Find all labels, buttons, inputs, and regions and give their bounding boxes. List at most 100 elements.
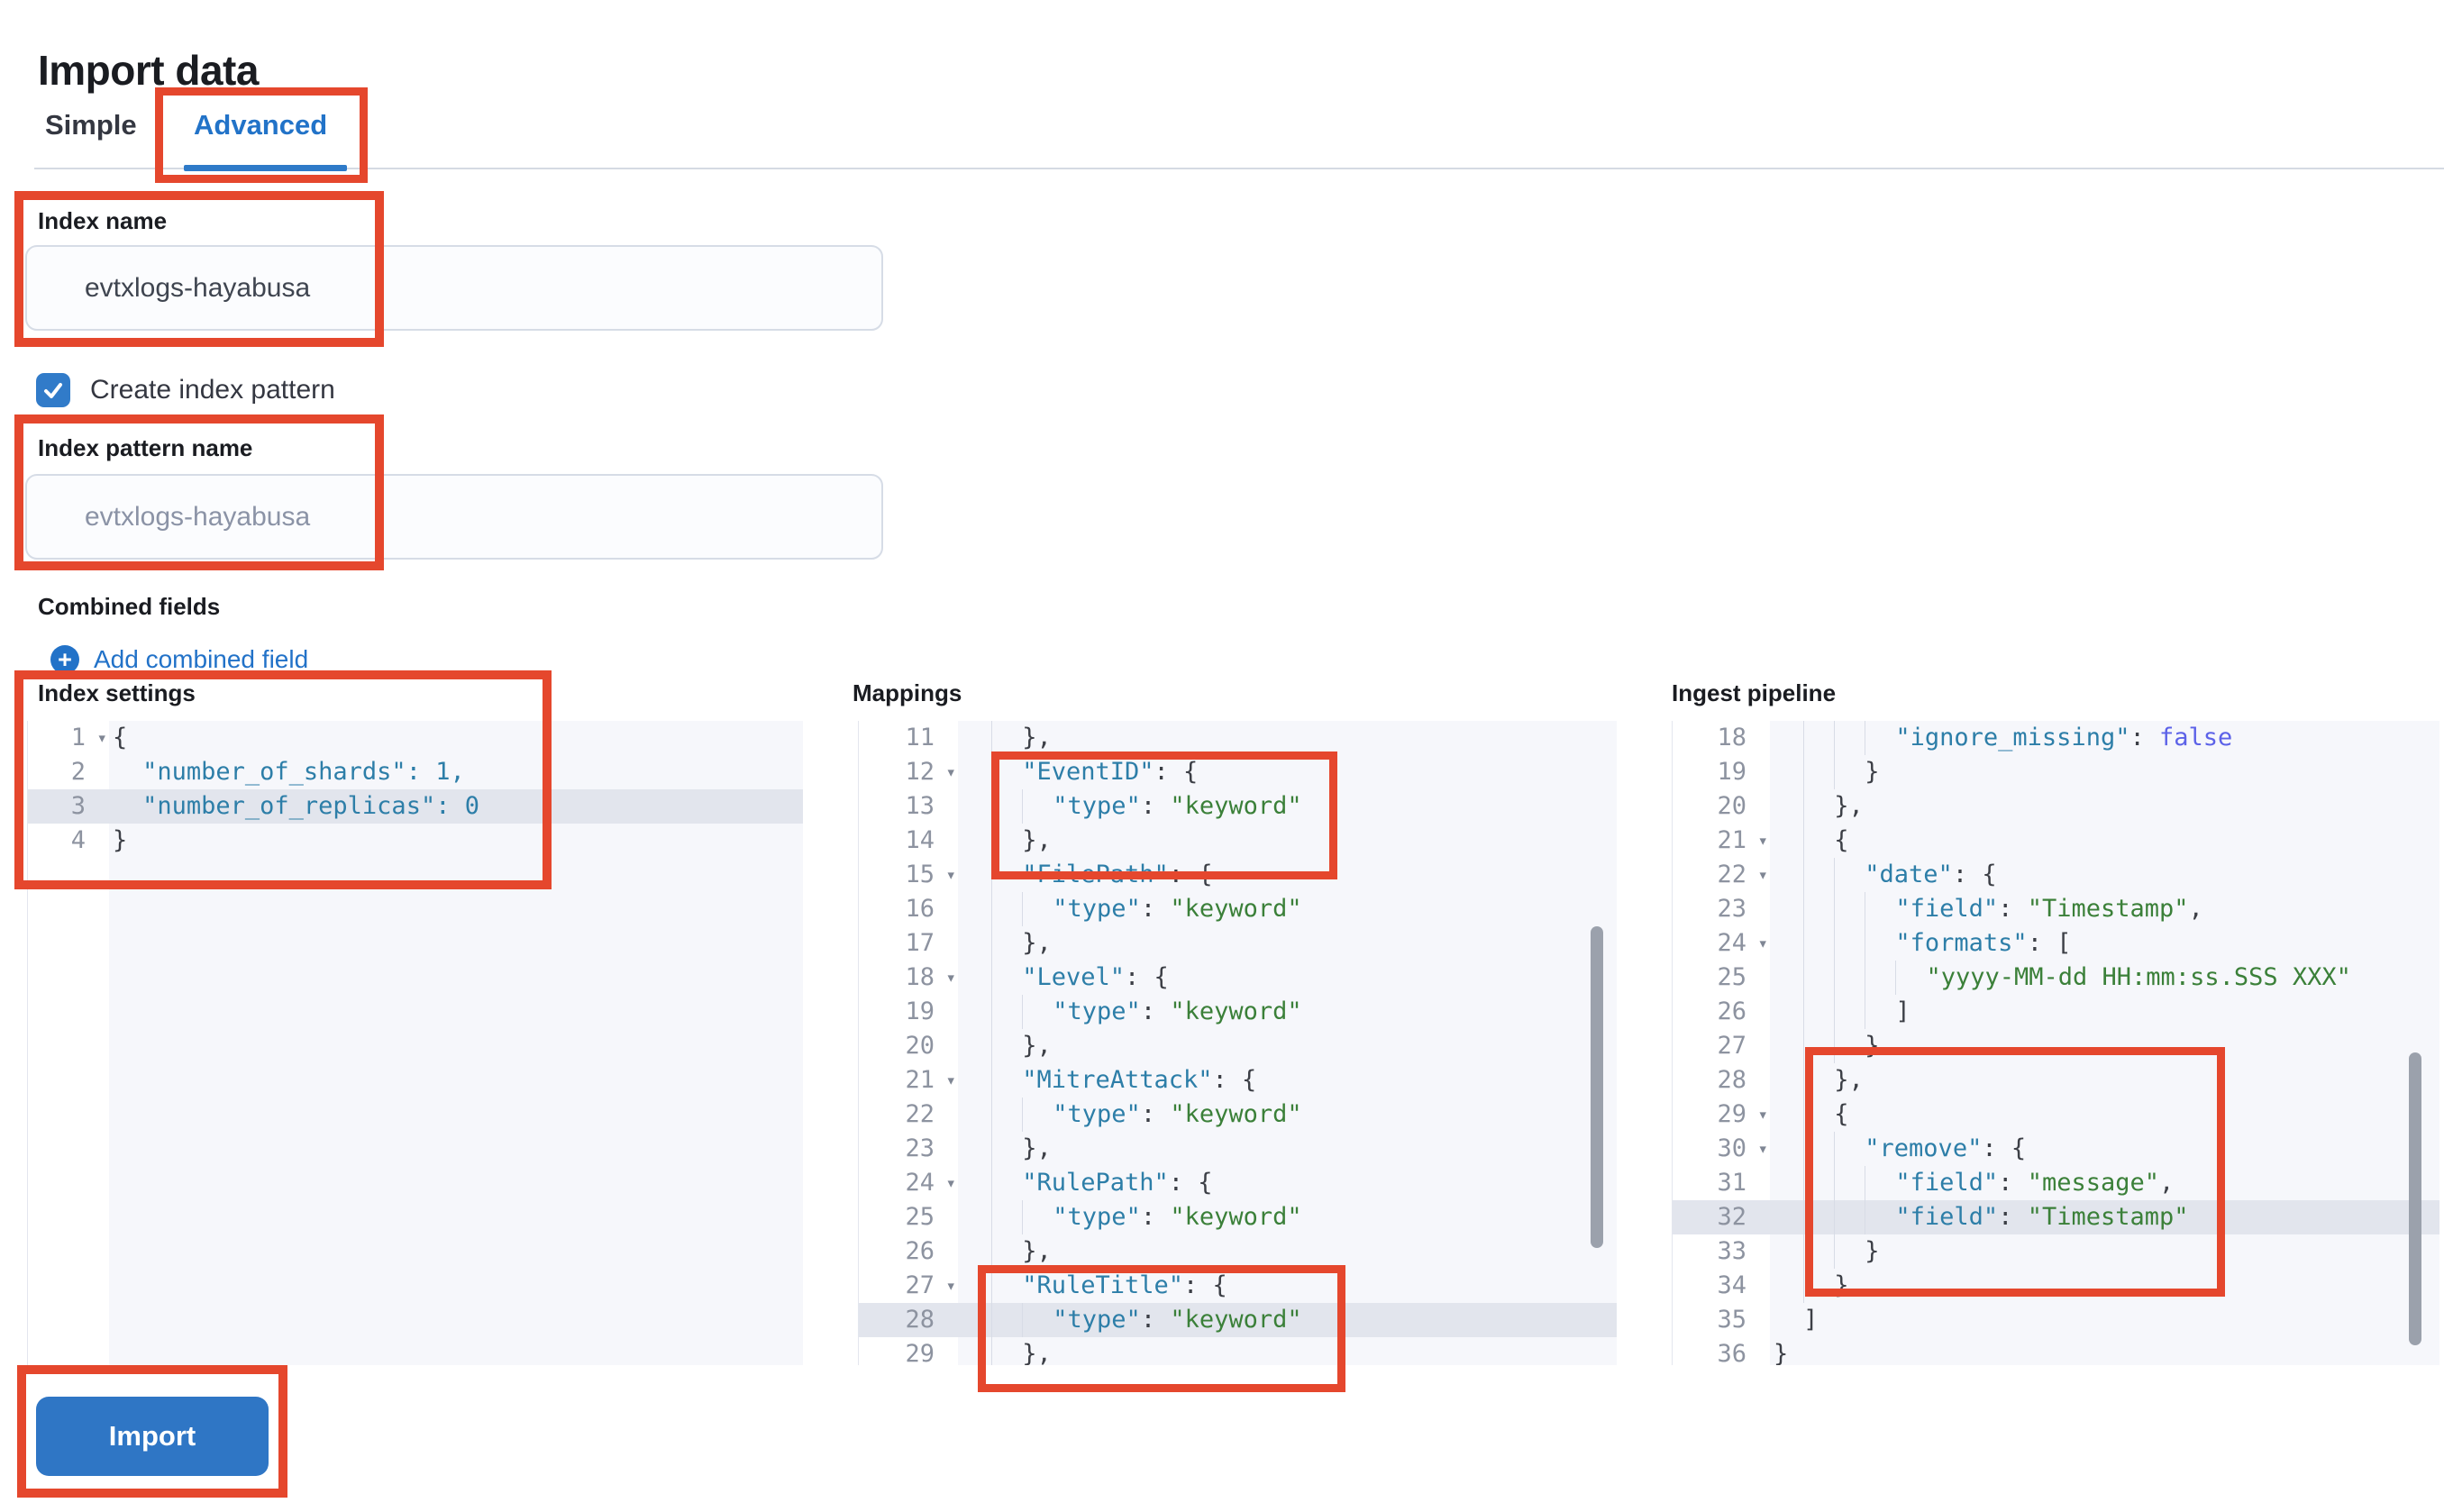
add-combined-field-button[interactable]: + Add combined field: [50, 645, 308, 674]
add-combined-field-label: Add combined field: [94, 645, 309, 673]
index-pattern-name-input[interactable]: [25, 474, 883, 560]
code-line[interactable]: 15▾"FilePath": {: [859, 858, 1617, 892]
line-number: 26: [1717, 997, 1746, 1025]
import-button[interactable]: Import: [36, 1397, 269, 1476]
fold-caret-icon[interactable]: ▾: [945, 1276, 956, 1296]
code-line[interactable]: 3"number_of_replicas": 0: [28, 789, 803, 824]
line-number: 2: [70, 758, 86, 786]
code-line[interactable]: 27}: [1673, 1029, 2439, 1063]
code-line[interactable]: 22"type": "keyword": [859, 1098, 1617, 1132]
line-number: 35: [1717, 1306, 1746, 1334]
create-index-pattern-checkbox[interactable]: [36, 373, 70, 407]
code-line[interactable]: 26]: [1673, 995, 2439, 1029]
code-line[interactable]: 28},: [1673, 1063, 2439, 1098]
code-line[interactable]: 25"type": "keyword": [859, 1200, 1617, 1234]
code-line[interactable]: 29▾{: [1673, 1098, 2439, 1132]
code-line[interactable]: 23},: [859, 1132, 1617, 1166]
index-pattern-name-label: Index pattern name: [38, 434, 253, 461]
line-number: 16: [905, 895, 935, 923]
code-line[interactable]: 12▾"EventID": {: [859, 755, 1617, 789]
page-title: Import data: [38, 46, 259, 94]
code-line[interactable]: 26},: [859, 1234, 1617, 1269]
code-line[interactable]: 20},: [859, 1029, 1617, 1063]
fold-caret-icon[interactable]: ▾: [945, 762, 956, 782]
create-index-pattern-row[interactable]: Create index pattern: [36, 373, 335, 407]
code-line[interactable]: 34}: [1673, 1269, 2439, 1303]
code-line[interactable]: 1▾{: [28, 721, 803, 755]
editor-code-background: [109, 721, 803, 1365]
code-line[interactable]: 36}: [1673, 1337, 2439, 1365]
line-number: 17: [905, 929, 935, 957]
code-line[interactable]: 16"type": "keyword": [859, 892, 1617, 926]
fold-caret-icon[interactable]: ▾: [1757, 831, 1768, 851]
fold-caret-icon[interactable]: ▾: [1757, 1139, 1768, 1159]
fold-caret-icon[interactable]: ▾: [96, 728, 107, 748]
index-name-input[interactable]: [25, 245, 883, 331]
line-number: 31: [1717, 1169, 1746, 1197]
editor-code-background: [958, 721, 1617, 1365]
code-line[interactable]: 24▾"RulePath": {: [859, 1166, 1617, 1200]
line-number: 12▾: [859, 755, 958, 789]
code-line[interactable]: 32"field": "Timestamp": [1673, 1200, 2439, 1234]
tab-advanced[interactable]: Advanced: [194, 109, 328, 141]
line-number: 22▾: [1673, 858, 1770, 892]
code-line[interactable]: 14},: [859, 824, 1617, 858]
ingest-pipeline-title: Ingest pipeline: [1672, 679, 1837, 706]
code-line[interactable]: 13"type": "keyword": [859, 789, 1617, 824]
code-line[interactable]: 17},: [859, 926, 1617, 961]
line-number: 27: [1717, 1032, 1746, 1060]
fold-caret-icon[interactable]: ▾: [1757, 1105, 1768, 1125]
line-number: 20: [905, 1032, 935, 1060]
code-line[interactable]: 18▾"Level": {: [859, 961, 1617, 995]
vertical-scrollbar[interactable]: [2409, 1052, 2421, 1345]
line-number: 25: [1717, 963, 1746, 991]
line-number: 29▾: [1673, 1098, 1770, 1132]
line-number: 30▾: [1673, 1132, 1770, 1166]
line-number: 14: [905, 826, 935, 854]
code-line[interactable]: 4}: [28, 824, 803, 858]
code-line[interactable]: 21▾{: [1673, 824, 2439, 858]
fold-caret-icon[interactable]: ▾: [945, 1070, 956, 1090]
editor-gutter-background: [28, 721, 109, 1365]
code-line[interactable]: 31"field": "message",: [1673, 1166, 2439, 1200]
code-line[interactable]: 33}: [1673, 1234, 2439, 1269]
code-line[interactable]: 2"number_of_shards": 1,: [28, 755, 803, 789]
tab-simple[interactable]: Simple: [45, 109, 137, 141]
fold-caret-icon[interactable]: ▾: [945, 1173, 956, 1193]
index-settings-editor[interactable]: 1▾{2"number_of_shards": 1,3"number_of_re…: [27, 721, 803, 1365]
code-line[interactable]: 23"field": "Timestamp",: [1673, 892, 2439, 926]
code-line[interactable]: 24▾"formats": [: [1673, 926, 2439, 961]
line-number: 32: [1717, 1203, 1746, 1231]
line-number: 19: [905, 997, 935, 1025]
line-number: 33: [1717, 1237, 1746, 1265]
code-line[interactable]: 29},: [859, 1337, 1617, 1365]
code-line[interactable]: 20},: [1673, 789, 2439, 824]
fold-caret-icon[interactable]: ▾: [1757, 865, 1768, 885]
line-number: 1▾: [28, 721, 109, 755]
combined-fields-label: Combined fields: [38, 593, 221, 620]
line-number: 20: [1717, 792, 1746, 820]
code-line[interactable]: 19}: [1673, 755, 2439, 789]
code-line[interactable]: 18"ignore_missing": false: [1673, 721, 2439, 755]
code-line[interactable]: 35]: [1673, 1303, 2439, 1337]
code-line[interactable]: 21▾"MitreAttack": {: [859, 1063, 1617, 1098]
line-number: 28: [905, 1306, 935, 1334]
line-number: 11: [905, 724, 935, 751]
line-number: 27▾: [859, 1269, 958, 1303]
fold-caret-icon[interactable]: ▾: [945, 865, 956, 885]
fold-caret-icon[interactable]: ▾: [945, 968, 956, 988]
code-line[interactable]: 30▾"remove": {: [1673, 1132, 2439, 1166]
line-number: 29: [905, 1340, 935, 1365]
fold-caret-icon[interactable]: ▾: [1757, 934, 1768, 953]
code-line[interactable]: 22▾"date": {: [1673, 858, 2439, 892]
code-line[interactable]: 27▾"RuleTitle": {: [859, 1269, 1617, 1303]
vertical-scrollbar[interactable]: [1591, 926, 1603, 1248]
code-line[interactable]: 28"type": "keyword": [859, 1303, 1617, 1337]
mappings-editor[interactable]: 11},12▾"EventID": {13"type": "keyword"14…: [858, 721, 1617, 1365]
code-line[interactable]: 19"type": "keyword": [859, 995, 1617, 1029]
code-line[interactable]: 25"yyyy-MM-dd HH:mm:ss.SSS XXX": [1673, 961, 2439, 995]
create-index-pattern-label: Create index pattern: [90, 375, 335, 405]
code-line[interactable]: 11},: [859, 721, 1617, 755]
